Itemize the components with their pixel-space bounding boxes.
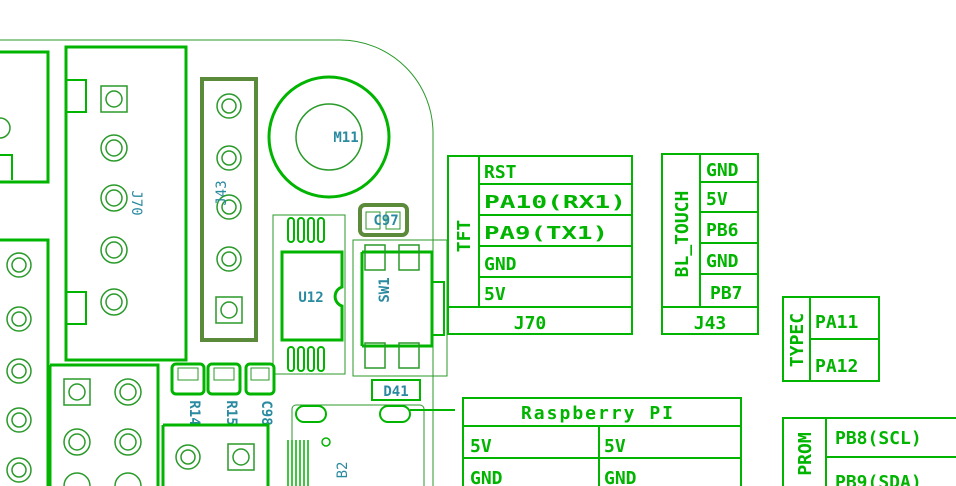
tft-pin-2: PA10(RX1) [484, 192, 626, 213]
bl-touch-pin-2: 5V [706, 189, 728, 210]
tft-header [447, 155, 633, 335]
typec-pin-1: PA11 [815, 312, 858, 333]
r15-reference: R15 [223, 400, 239, 425]
b2-component [287, 404, 455, 486]
raspberry-pi-row1-left: 5V [470, 436, 492, 457]
tft-connector-label: J70 [514, 313, 547, 334]
prom-pin-2: PB9(SDA) [835, 472, 922, 486]
c97-capacitor [358, 203, 409, 237]
j43-reference: J43 [214, 180, 230, 205]
prom-pin-1: PB8(SCL) [835, 428, 922, 449]
bottom-left-pin-block [48, 363, 270, 486]
raspberry-pi-title: Raspberry PI [521, 403, 675, 424]
prom-title: PROM [795, 432, 816, 476]
tft-pin-1: RST [484, 162, 517, 183]
raspberry-pi-row2-right: GND [604, 468, 637, 486]
tft-pin-4: GND [484, 254, 517, 275]
bl-touch-pin-4: GND [706, 251, 739, 272]
u12-reference: U12 [298, 290, 323, 306]
r14-reference: R14 [186, 400, 202, 425]
raspberry-pi-header [462, 397, 742, 486]
m11-reference: M11 [333, 130, 358, 146]
bl-touch-pin-3: PB6 [706, 220, 739, 241]
tft-pin-5: 5V [484, 284, 506, 305]
raspberry-pi-row1-right: 5V [604, 436, 626, 457]
d41-reference: D41 [383, 384, 408, 400]
board-outline [0, 39, 434, 486]
c97-reference: C97 [373, 213, 398, 229]
j43-connector-footprint [200, 77, 258, 342]
typec-title: TYPEC [787, 313, 808, 367]
left-pin-header [0, 238, 50, 486]
small-passives [170, 362, 276, 396]
j70-reference: J70 [128, 190, 144, 215]
tft-title: TFT [454, 220, 475, 253]
sw1-reference: SW1 [377, 277, 393, 302]
d41-diode [371, 379, 421, 401]
bl-touch-connector-label: J43 [694, 313, 727, 334]
bl-touch-pin-1: GND [706, 160, 739, 181]
bl-touch-pin-5: PB7 [710, 283, 743, 304]
bl-touch-title: BL_TOUCH [672, 191, 693, 278]
j70-connector-footprint [64, 45, 188, 362]
m11-mounting-hole [267, 75, 391, 199]
raspberry-pi-row2-left: GND [470, 468, 503, 486]
tft-pin-3: PA9(TX1) [484, 223, 608, 244]
typec-header [782, 296, 880, 382]
b2-reference: B2 [335, 462, 351, 479]
u12-chip [272, 214, 346, 375]
bl-touch-header [661, 153, 759, 335]
left-edge-connector [0, 50, 50, 184]
prom-header [782, 417, 956, 486]
sw1-switch [352, 239, 448, 377]
c98-reference: C98 [258, 400, 274, 425]
typec-pin-2: PA12 [815, 356, 858, 377]
